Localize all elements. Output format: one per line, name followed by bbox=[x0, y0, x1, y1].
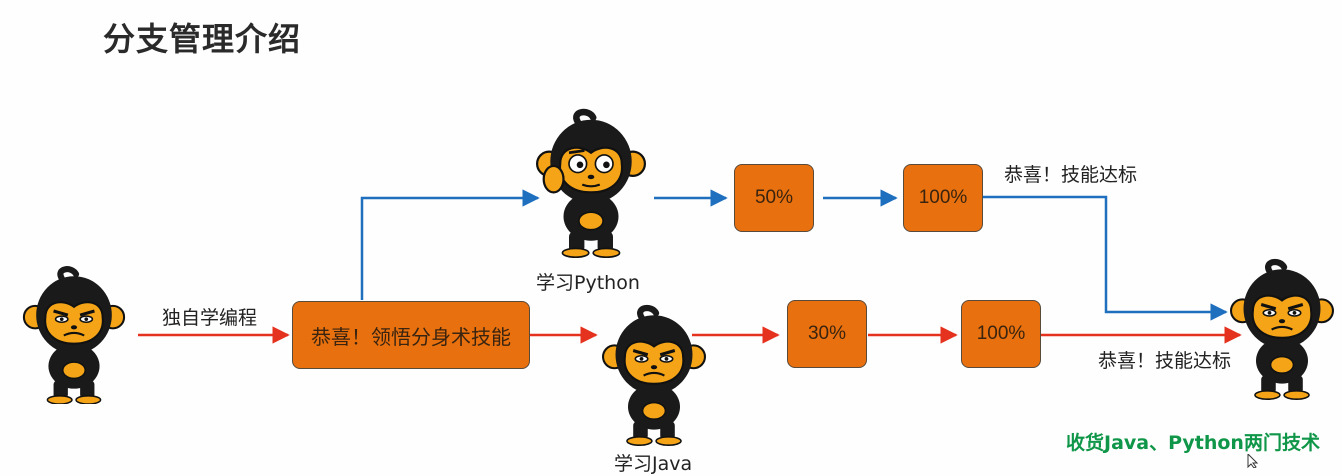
box-java-100: 100% bbox=[961, 300, 1041, 368]
box-java-30: 30% bbox=[787, 300, 867, 368]
box-python-100: 100% bbox=[903, 164, 983, 232]
cursor-icon bbox=[1247, 454, 1259, 468]
label-learn-python: 学习Python bbox=[536, 272, 640, 294]
arrow-skill-to-python bbox=[360, 189, 540, 300]
label-self-study: 独自学编程 bbox=[162, 307, 258, 329]
result-text: 收货Java、Python两门技术 bbox=[1066, 432, 1320, 454]
monkey-start-icon bbox=[22, 266, 126, 404]
label-congrats-bottom: 恭喜！技能达标 bbox=[1098, 350, 1232, 372]
box-python-50: 50% bbox=[734, 164, 814, 232]
monkey-thinking-icon bbox=[536, 108, 646, 258]
page-title: 分支管理介绍 bbox=[103, 20, 302, 58]
label-congrats-top: 恭喜！技能达标 bbox=[1004, 164, 1138, 186]
arrow-python100-to-end bbox=[983, 195, 1228, 321]
monkey-end-icon bbox=[1230, 256, 1334, 402]
monkey-java-icon bbox=[602, 302, 706, 448]
label-learn-java: 学习Java bbox=[614, 453, 693, 475]
box-clone-skill: 恭喜！领悟分身术技能 bbox=[292, 301, 530, 369]
